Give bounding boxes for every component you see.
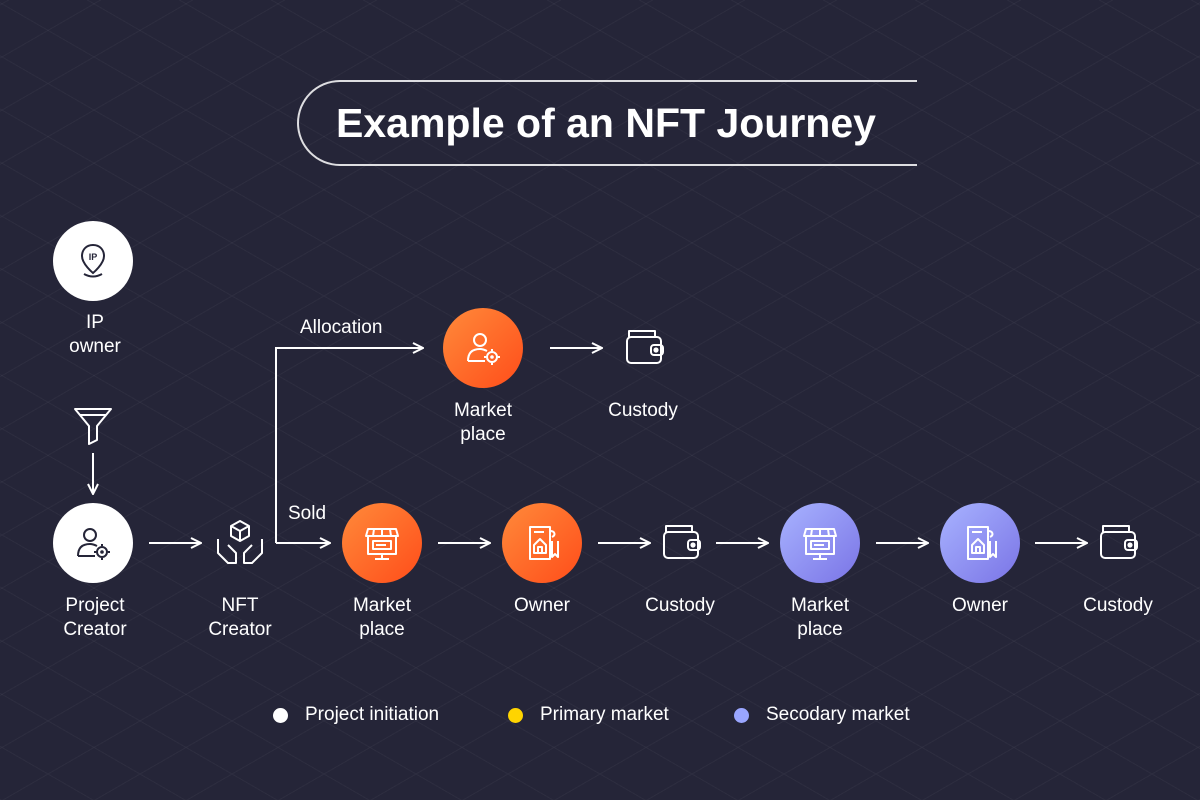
project-creator-label: Project Creator bbox=[63, 595, 127, 640]
legend-label: Project initiation bbox=[305, 704, 440, 725]
nft-creator-label: NFT Creator bbox=[208, 595, 272, 640]
primary-marketplace-node bbox=[342, 503, 422, 583]
allocation-label: Allocation bbox=[300, 317, 383, 338]
legend-label: Primary market bbox=[540, 704, 669, 725]
house-certificate-icon bbox=[529, 526, 559, 560]
allocation-custody-label: Custody bbox=[608, 400, 678, 421]
legend-dot bbox=[273, 707, 288, 723]
legend-project-initiation: Project initiation bbox=[273, 703, 439, 727]
legend-secondary-market: Secodary market bbox=[734, 703, 910, 727]
funnel-icon bbox=[74, 408, 112, 445]
sold-label: Sold bbox=[288, 503, 327, 524]
primary-owner-node bbox=[502, 503, 582, 583]
storefront-icon bbox=[365, 528, 399, 560]
arrow-allocation-path bbox=[275, 348, 423, 543]
legend-dot bbox=[508, 707, 523, 723]
wallet-icon bbox=[626, 330, 664, 364]
hands-cube-icon bbox=[217, 520, 263, 564]
ip-owner-node: IP bbox=[53, 221, 133, 301]
wallet-icon bbox=[663, 525, 701, 559]
title-frame bbox=[297, 80, 917, 166]
project-creator-node bbox=[53, 503, 133, 583]
secondary-owner-node bbox=[940, 503, 1020, 583]
legend-dot bbox=[734, 707, 749, 723]
ip-owner-label: IP owner bbox=[69, 312, 121, 357]
user-gear-icon bbox=[467, 333, 500, 365]
allocation-marketplace-label: Market place bbox=[453, 400, 513, 445]
primary-custody-label: Custody bbox=[645, 595, 715, 616]
primary-marketplace-label: Market place bbox=[352, 595, 412, 640]
page-title: Example of an NFT Journey bbox=[336, 100, 876, 146]
secondary-marketplace-node bbox=[780, 503, 860, 583]
secondary-marketplace-label: Market place bbox=[790, 595, 850, 640]
storefront-icon bbox=[803, 528, 837, 560]
secondary-owner-label: Owner bbox=[952, 595, 1008, 616]
svg-text:IP: IP bbox=[89, 252, 98, 262]
secondary-custody-label: Custody bbox=[1083, 595, 1153, 616]
allocation-marketplace-node bbox=[443, 308, 523, 388]
primary-owner-label: Owner bbox=[514, 595, 570, 616]
wallet-icon bbox=[1100, 525, 1138, 559]
ip-location-pin-icon: IP bbox=[80, 243, 106, 278]
legend-label: Secodary market bbox=[766, 704, 910, 725]
user-gear-icon bbox=[77, 528, 110, 560]
legend-primary-market: Primary market bbox=[508, 703, 669, 727]
house-certificate-icon bbox=[967, 526, 997, 560]
